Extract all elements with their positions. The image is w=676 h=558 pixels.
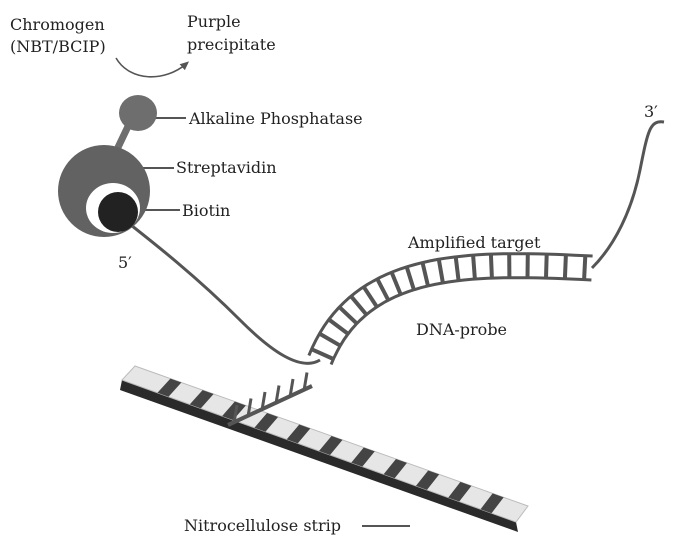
ladder-rung [377, 279, 388, 300]
ladder-rung [407, 267, 414, 290]
ladder-rung [329, 320, 348, 334]
nitrocellulose-strip [120, 366, 528, 532]
dna-probe-label: DNA-probe [416, 320, 507, 339]
reaction-arrow [116, 58, 186, 77]
ladder-rung [339, 307, 356, 324]
amplified-target-label: Amplified target [407, 233, 541, 252]
three-prime-strand [592, 122, 664, 268]
ladder-rung [491, 254, 492, 278]
ladder-rung [351, 296, 366, 314]
precipitate-label: precipitate [187, 35, 276, 54]
five-prime-strand [122, 218, 320, 363]
ladder-rung [473, 255, 475, 279]
strip-side [120, 380, 518, 532]
five-prime-label: 5′ [118, 253, 132, 272]
chromogen-label: Chromogen [10, 15, 105, 34]
alkaline-phosphatase-shape [119, 95, 157, 131]
ladder-rung [320, 334, 341, 346]
purple-label: Purple [187, 12, 241, 31]
ladder-rung [364, 287, 377, 307]
dna-ladder [309, 254, 593, 365]
ladder-rung [423, 263, 429, 286]
ladder-rung [456, 257, 459, 281]
ladder-rung [439, 259, 443, 283]
nitrocellulose-strip-label: Nitrocellulose strip [184, 516, 341, 535]
biotin-label: Biotin [182, 201, 230, 220]
chromogen-sublabel: (NBT/BCIP) [10, 37, 106, 56]
ladder-rung [546, 254, 547, 278]
ladder-rung [392, 272, 401, 294]
three-prime-label: 3′ [644, 102, 658, 121]
alkaline-phosphatase-label: Alkaline Phosphatase [188, 109, 363, 128]
ladder-rung [584, 256, 585, 280]
ladder-rung [565, 255, 566, 279]
biotin-shape [98, 192, 138, 232]
ladder-rung [312, 349, 334, 359]
ladder-rail-lower [309, 254, 593, 356]
streptavidin-label: Streptavidin [176, 158, 277, 177]
